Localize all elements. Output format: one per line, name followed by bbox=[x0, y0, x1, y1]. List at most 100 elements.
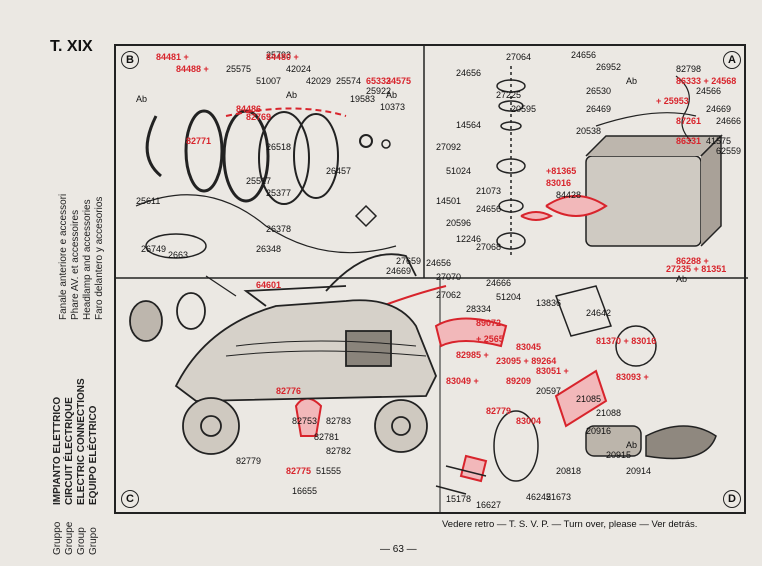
part-number: 12246 bbox=[456, 234, 482, 244]
plate-title: T. XIX bbox=[50, 38, 93, 55]
part-number: 26518 bbox=[266, 142, 292, 152]
part-number: 13836 bbox=[536, 298, 562, 308]
ab-tag: Ab bbox=[626, 76, 638, 86]
page-number: — 63 — bbox=[380, 544, 417, 555]
part-number-red: 84488 + bbox=[176, 64, 209, 74]
part-number: 28334 bbox=[466, 304, 492, 314]
ab-tag: Ab bbox=[286, 90, 298, 100]
part-number: 16627 bbox=[476, 500, 502, 510]
part-number-red: 82769 bbox=[246, 112, 272, 122]
part-number: 25574 bbox=[336, 76, 362, 86]
part-number: 20818 bbox=[556, 466, 582, 476]
part-number-red: + 25953 bbox=[656, 96, 689, 106]
legend-line: Faro delantero y accesorios bbox=[94, 196, 105, 320]
part-number: 51204 bbox=[496, 292, 522, 302]
diagram-drawing bbox=[116, 46, 748, 514]
part-number: 27062 bbox=[436, 290, 462, 300]
part-number: 24656 bbox=[476, 204, 502, 214]
part-number: 14564 bbox=[456, 120, 482, 130]
part-number: 21085 bbox=[576, 394, 602, 404]
part-number: 24656 bbox=[456, 68, 482, 78]
part-number: 24666 bbox=[486, 278, 512, 288]
part-number: 19583 bbox=[350, 94, 376, 104]
part-number: 20916 bbox=[586, 426, 612, 436]
part-number: 42024 bbox=[286, 64, 312, 74]
part-number-red: 83045 bbox=[516, 342, 542, 352]
ab-tag: Ab bbox=[676, 274, 688, 284]
part-number: 26457 bbox=[326, 166, 352, 176]
part-number-red: 84481 + bbox=[156, 52, 189, 62]
part-number: 82782 bbox=[326, 446, 352, 456]
part-number: 27659 bbox=[396, 256, 422, 266]
part-number: 42029 bbox=[306, 76, 332, 86]
legend-group-label: Group bbox=[76, 527, 87, 555]
part-number: 10373 bbox=[380, 102, 406, 112]
section-marker-d: D bbox=[723, 490, 741, 508]
part-number: 82783 bbox=[326, 416, 352, 426]
part-number: 26469 bbox=[586, 104, 612, 114]
part-number-red: 81370 + 83016 bbox=[596, 336, 657, 346]
part-number: 41575 bbox=[706, 136, 732, 146]
part-number-red: 64601 bbox=[256, 280, 282, 290]
part-number: 46245 bbox=[526, 492, 552, 502]
part-number: 82781 bbox=[314, 432, 340, 442]
part-number: 25517 bbox=[246, 176, 272, 186]
scooter-drawing bbox=[129, 253, 437, 455]
legend-group-label: Gruppo bbox=[52, 521, 63, 555]
part-number-red: 82985 + bbox=[456, 350, 489, 360]
part-number: 20914 bbox=[626, 466, 652, 476]
part-number-red: 65333 bbox=[366, 76, 392, 86]
part-number: 14501 bbox=[436, 196, 462, 206]
part-number: 21073 bbox=[476, 186, 502, 196]
legend-line: Headlamp and accessories bbox=[82, 199, 93, 320]
part-number-red: 82771 bbox=[186, 136, 212, 146]
part-number: 24666 bbox=[716, 116, 742, 126]
part-number: 24642 bbox=[586, 308, 612, 318]
misc-part: +81365 bbox=[546, 166, 577, 176]
ab-tag: Ab bbox=[386, 90, 398, 100]
part-number: 20915 bbox=[606, 450, 632, 460]
legend-line: EQUIPO ELÉCTRICO bbox=[88, 405, 99, 505]
part-number: 15178 bbox=[446, 494, 472, 504]
part-number-red: 86331 bbox=[676, 136, 702, 146]
part-number: 20538 bbox=[576, 126, 602, 136]
part-number-red: 83093 + bbox=[616, 372, 649, 382]
footer-note: Vedere retro — T. S. V. P. — Turn over, … bbox=[442, 519, 698, 530]
part-number: 2663 bbox=[168, 250, 189, 260]
legend-line: Fanale anteriore e accessori bbox=[58, 193, 69, 320]
part-number: 27225 bbox=[496, 90, 522, 100]
part-number: 24566 bbox=[696, 86, 722, 96]
part-number-red: 84486 bbox=[236, 104, 262, 114]
part-number-red: 82775 bbox=[286, 466, 312, 476]
ab-tag: Ab bbox=[626, 440, 638, 450]
legend-group-label: Groupe bbox=[64, 521, 75, 555]
part-number: 24656 bbox=[426, 258, 452, 268]
part-number: 26378 bbox=[266, 224, 292, 234]
headlamp-ring-group bbox=[135, 109, 397, 259]
part-number-red: 86288 + bbox=[676, 256, 709, 266]
part-number: 21088 bbox=[596, 408, 622, 418]
part-number-red: 82776 bbox=[276, 386, 302, 396]
part-number-red: 27235 + 81351 bbox=[666, 264, 727, 274]
part-number: 25793 bbox=[266, 50, 292, 60]
part-number: 26749 bbox=[141, 244, 167, 254]
part-number-red: 24575 bbox=[386, 76, 412, 86]
part-number: 20595 bbox=[511, 104, 537, 114]
part-number-red: 89072 bbox=[476, 318, 502, 328]
part-number: 25611 bbox=[136, 196, 161, 206]
part-number-red: 84480 + bbox=[266, 52, 299, 62]
part-number: 82753 bbox=[292, 416, 318, 426]
part-number-red: 87261 bbox=[676, 116, 702, 126]
part-number-red: 83049 + bbox=[446, 376, 479, 386]
legend-line: CIRCUIT ÉLECTRIQUE bbox=[64, 397, 75, 505]
part-number: 51024 bbox=[446, 166, 472, 176]
part-number: 25377 bbox=[266, 188, 292, 198]
part-number: 25575 bbox=[226, 64, 252, 74]
misc-part: 83016 bbox=[546, 178, 572, 188]
part-number-red: 83051 + bbox=[536, 366, 569, 376]
part-number-red: 23095 + 89264 bbox=[496, 356, 557, 366]
ab-tag: Ab bbox=[136, 94, 148, 104]
part-number: 24669 bbox=[706, 104, 732, 114]
